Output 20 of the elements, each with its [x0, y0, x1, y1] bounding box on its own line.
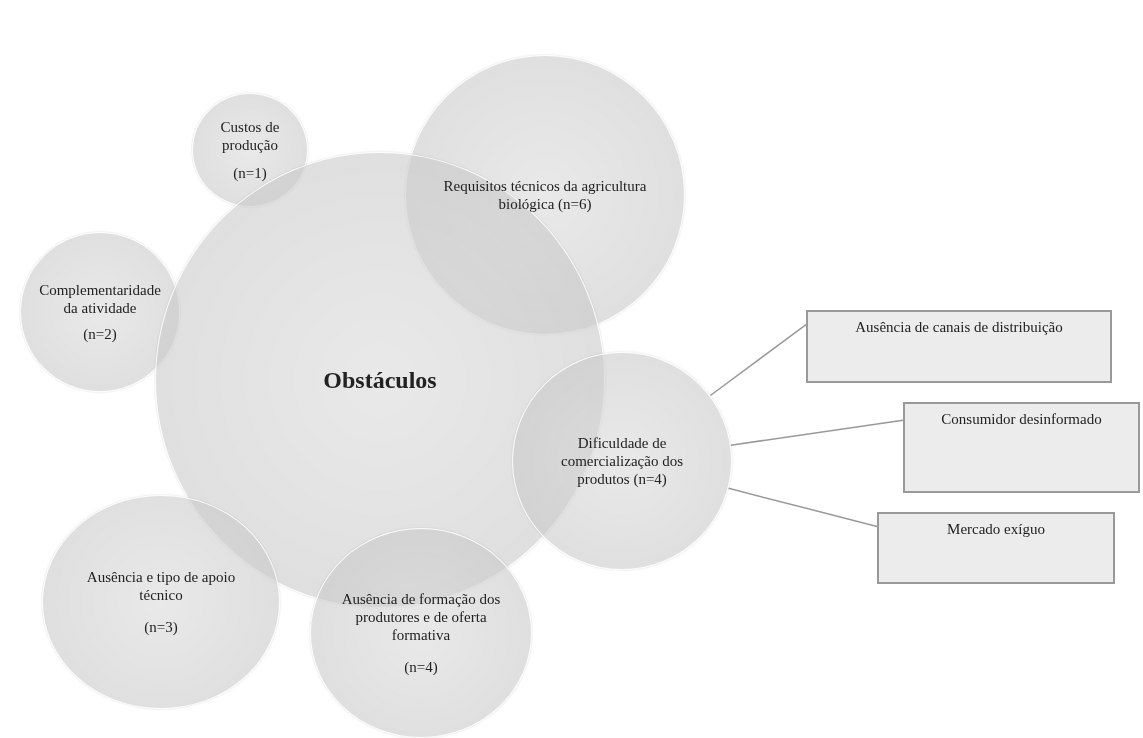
- leader-line: [709, 323, 807, 397]
- leader-line: [727, 487, 878, 528]
- node-label: Dificuldade de comercialização dos produtos (n=4): [560, 434, 684, 488]
- detail-box: [806, 310, 1112, 383]
- node-label: Ausência de canais de distribuição: [855, 318, 1063, 336]
- node-label: Mercado exíguo: [947, 520, 1045, 538]
- node-label: Complementaridade da atividade: [39, 281, 161, 317]
- count-label: (n=2): [83, 325, 117, 343]
- detail-box: [903, 402, 1140, 493]
- node-label: Ausência e tipo de apoio técnico: [85, 568, 237, 604]
- leader-line: [730, 419, 904, 446]
- node-label: Ausência de formação dos produtores e de oferta formativa: [341, 590, 501, 644]
- center-title: Obstáculos: [323, 365, 437, 395]
- count-label: (n=1): [233, 164, 267, 182]
- node-label: Consumidor desinformado: [941, 410, 1102, 428]
- node-label: Requisitos técnicos da agricultura biológica (n=6): [442, 177, 648, 213]
- count-label: (n=3): [144, 618, 178, 636]
- node-label: Custos de produção: [219, 118, 281, 154]
- count-label: (n=4): [404, 658, 438, 676]
- detail-box: [877, 512, 1115, 584]
